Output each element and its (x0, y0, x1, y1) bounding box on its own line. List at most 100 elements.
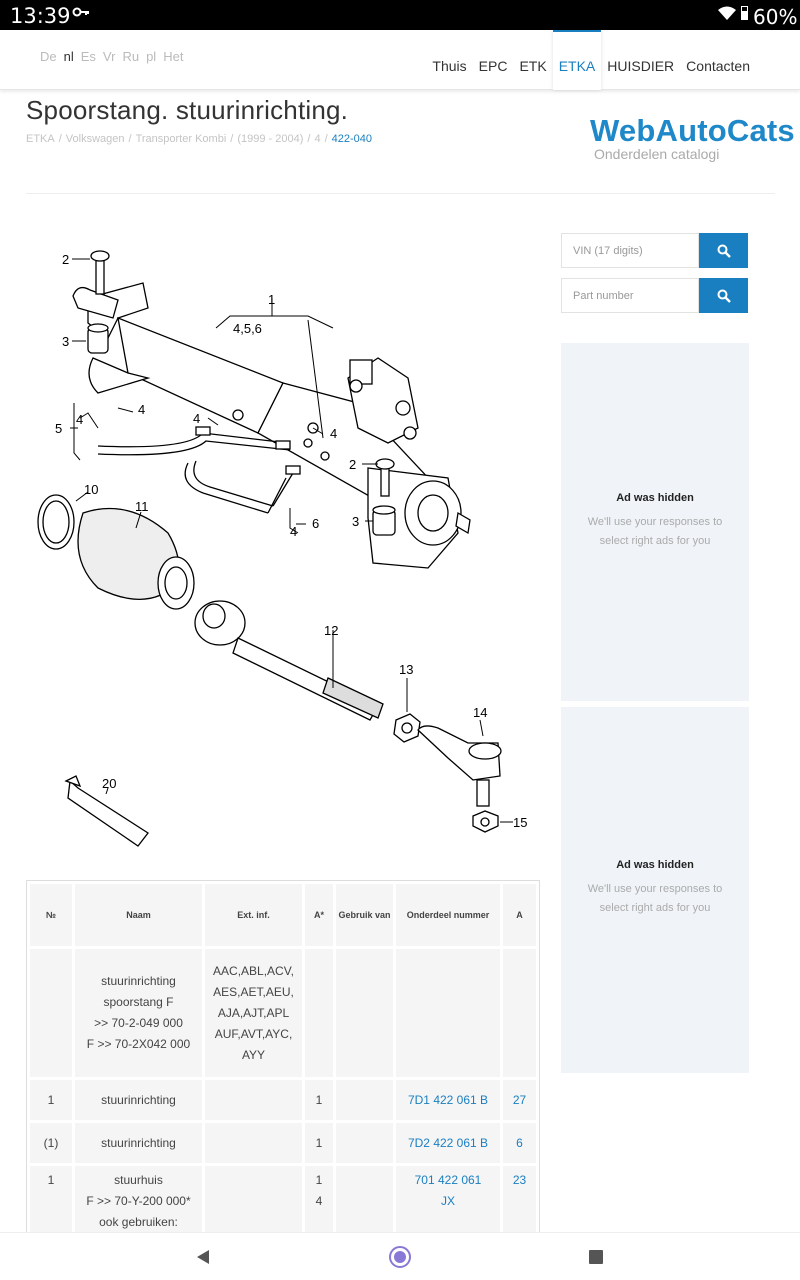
key-icon (72, 3, 90, 26)
col-header: A (503, 884, 536, 946)
part-number-link[interactable]: JX (440, 1194, 455, 1208)
part-number-link[interactable]: 7D1 422 061 B (407, 1092, 489, 1107)
breadcrumb-item[interactable]: 4 (314, 133, 321, 145)
part-search-button[interactable] (699, 278, 748, 313)
part-number-input[interactable]: Part number (561, 278, 699, 313)
diagram-label[interactable]: 14 (473, 705, 487, 720)
ad-line: We'll use your responses to (587, 516, 723, 528)
diagram-label[interactable]: 4 (76, 412, 83, 427)
diagram-label[interactable]: 5 (55, 421, 62, 436)
breadcrumb-item[interactable]: Transporter Kombi (135, 133, 227, 145)
cell-line: ook gebruiken: (99, 1215, 178, 1229)
vin-search-button[interactable] (699, 233, 748, 268)
part-number-link[interactable]: 701 422 061 (414, 1173, 482, 1187)
diagram-label[interactable]: 1 (268, 292, 275, 307)
brand-logo[interactable]: WebAutoCats (590, 113, 795, 148)
main-menu: Thuis EPC ETK ETKA HUISDIER Contacten (426, 30, 756, 90)
diagram-label[interactable]: 4,5,6 (233, 321, 262, 336)
diagram-label[interactable]: 4 (330, 426, 337, 441)
a-link[interactable]: 27 (512, 1092, 527, 1107)
cell-line: AES,AET,AEU, (213, 984, 294, 999)
language-link[interactable]: Vr (102, 49, 116, 64)
ad-text: We'll use your responses to select right… (575, 880, 735, 918)
cell-number: 1 (30, 1080, 72, 1120)
diagram-label[interactable]: 20 (102, 776, 116, 791)
col-header: № (30, 884, 72, 946)
cell-ext-info (205, 1166, 302, 1237)
nav-item-epc[interactable]: EPC (478, 58, 508, 74)
cell-usage (336, 949, 393, 1077)
nav-item-thuis[interactable]: Thuis (432, 58, 467, 74)
language-link[interactable]: pl (146, 49, 157, 64)
diagram-labels: 1 4,5,6 2 3 4 5 4 4 4 2 3 10 11 4 6 12 1… (55, 252, 527, 830)
vin-input[interactable]: VIN (17 digits) (561, 233, 699, 268)
language-link[interactable]: De (40, 49, 57, 64)
nav-item-etka[interactable]: ETKA (552, 30, 602, 90)
diagram-label[interactable]: 15 (513, 815, 527, 830)
col-header: A* (305, 884, 333, 946)
cell-line: 4 (315, 1194, 323, 1208)
cell-line: AYY (241, 1047, 266, 1062)
wifi-icon (718, 6, 736, 25)
language-link[interactable]: Ru (122, 49, 140, 64)
breadcrumb-item[interactable]: ETKA (26, 133, 55, 145)
diagram-label[interactable]: 10 (84, 482, 98, 497)
system-nav-bar (0, 1232, 800, 1280)
search-icon (717, 289, 731, 303)
cell-line: AUF,AVT,AYC, (214, 1026, 293, 1041)
diagram-label[interactable]: 12 (324, 623, 338, 638)
a-link[interactable]: 6 (516, 1135, 523, 1150)
diagram-label[interactable]: 3 (62, 334, 69, 349)
battery-icon (741, 6, 748, 20)
nav-item-etk[interactable]: ETK (519, 58, 547, 74)
diagram-label[interactable]: 2 (62, 252, 69, 267)
parts-table: № Naam Ext. inf. A* Gebruik van Onderdee… (26, 880, 540, 1241)
breadcrumb-separator: / (128, 133, 132, 145)
breadcrumb-item[interactable]: 422-040 (331, 133, 372, 145)
diagram-label[interactable]: 13 (399, 662, 413, 677)
vin-search: VIN (17 digits) (561, 233, 748, 268)
ad-title: Ad was hidden (616, 492, 694, 504)
cell-a: 27 (503, 1080, 536, 1120)
brand-subtitle: Onderdelen catalogi (594, 146, 720, 162)
breadcrumb-item[interactable]: Volkswagen (65, 133, 125, 145)
diagram-label[interactable]: 4 (193, 411, 200, 426)
a-link[interactable]: 23 (512, 1173, 527, 1187)
diagram-label[interactable]: 11 (135, 499, 149, 514)
cell-a: 6 (503, 1123, 536, 1163)
diagram-label[interactable]: 4 (290, 524, 297, 539)
cell-line: stuurinrichting (101, 1135, 176, 1150)
home-icon[interactable] (388, 1245, 412, 1269)
cell-usage (336, 1080, 393, 1120)
table-header-row: № Naam Ext. inf. A* Gebruik van Onderdee… (30, 884, 536, 946)
diagram-label[interactable]: 2 (349, 457, 356, 472)
nav-item-huisdier[interactable]: HUISDIER (607, 58, 675, 74)
cell-a (503, 949, 536, 1077)
status-bar: 13:39 60% (0, 0, 800, 30)
cell-line: spoorstang F (103, 995, 174, 1009)
diagram-label[interactable]: 6 (312, 516, 319, 531)
page-title: Spoorstang. stuurinrichting. (26, 95, 349, 125)
breadcrumb-item[interactable]: (1999 - 2004) (237, 133, 304, 145)
cell-line: 1 (315, 1173, 323, 1187)
language-link[interactable]: Es (80, 49, 96, 64)
diagram-label[interactable]: 4 (138, 402, 145, 417)
nav-item-contacten[interactable]: Contacten (686, 58, 750, 74)
part-number-link[interactable]: 7D2 422 061 B (407, 1135, 489, 1150)
cell-ext-info (205, 1123, 302, 1163)
cell-name: stuurinrichting (75, 1123, 202, 1163)
diagram-label[interactable]: 3 (352, 514, 359, 529)
language-link[interactable]: nl (63, 49, 74, 64)
cell-line: F >> 70-Y-200 000* (86, 1194, 191, 1208)
back-icon[interactable] (195, 1249, 211, 1265)
recents-icon[interactable] (589, 1250, 603, 1264)
language-link[interactable]: Het (163, 49, 184, 64)
